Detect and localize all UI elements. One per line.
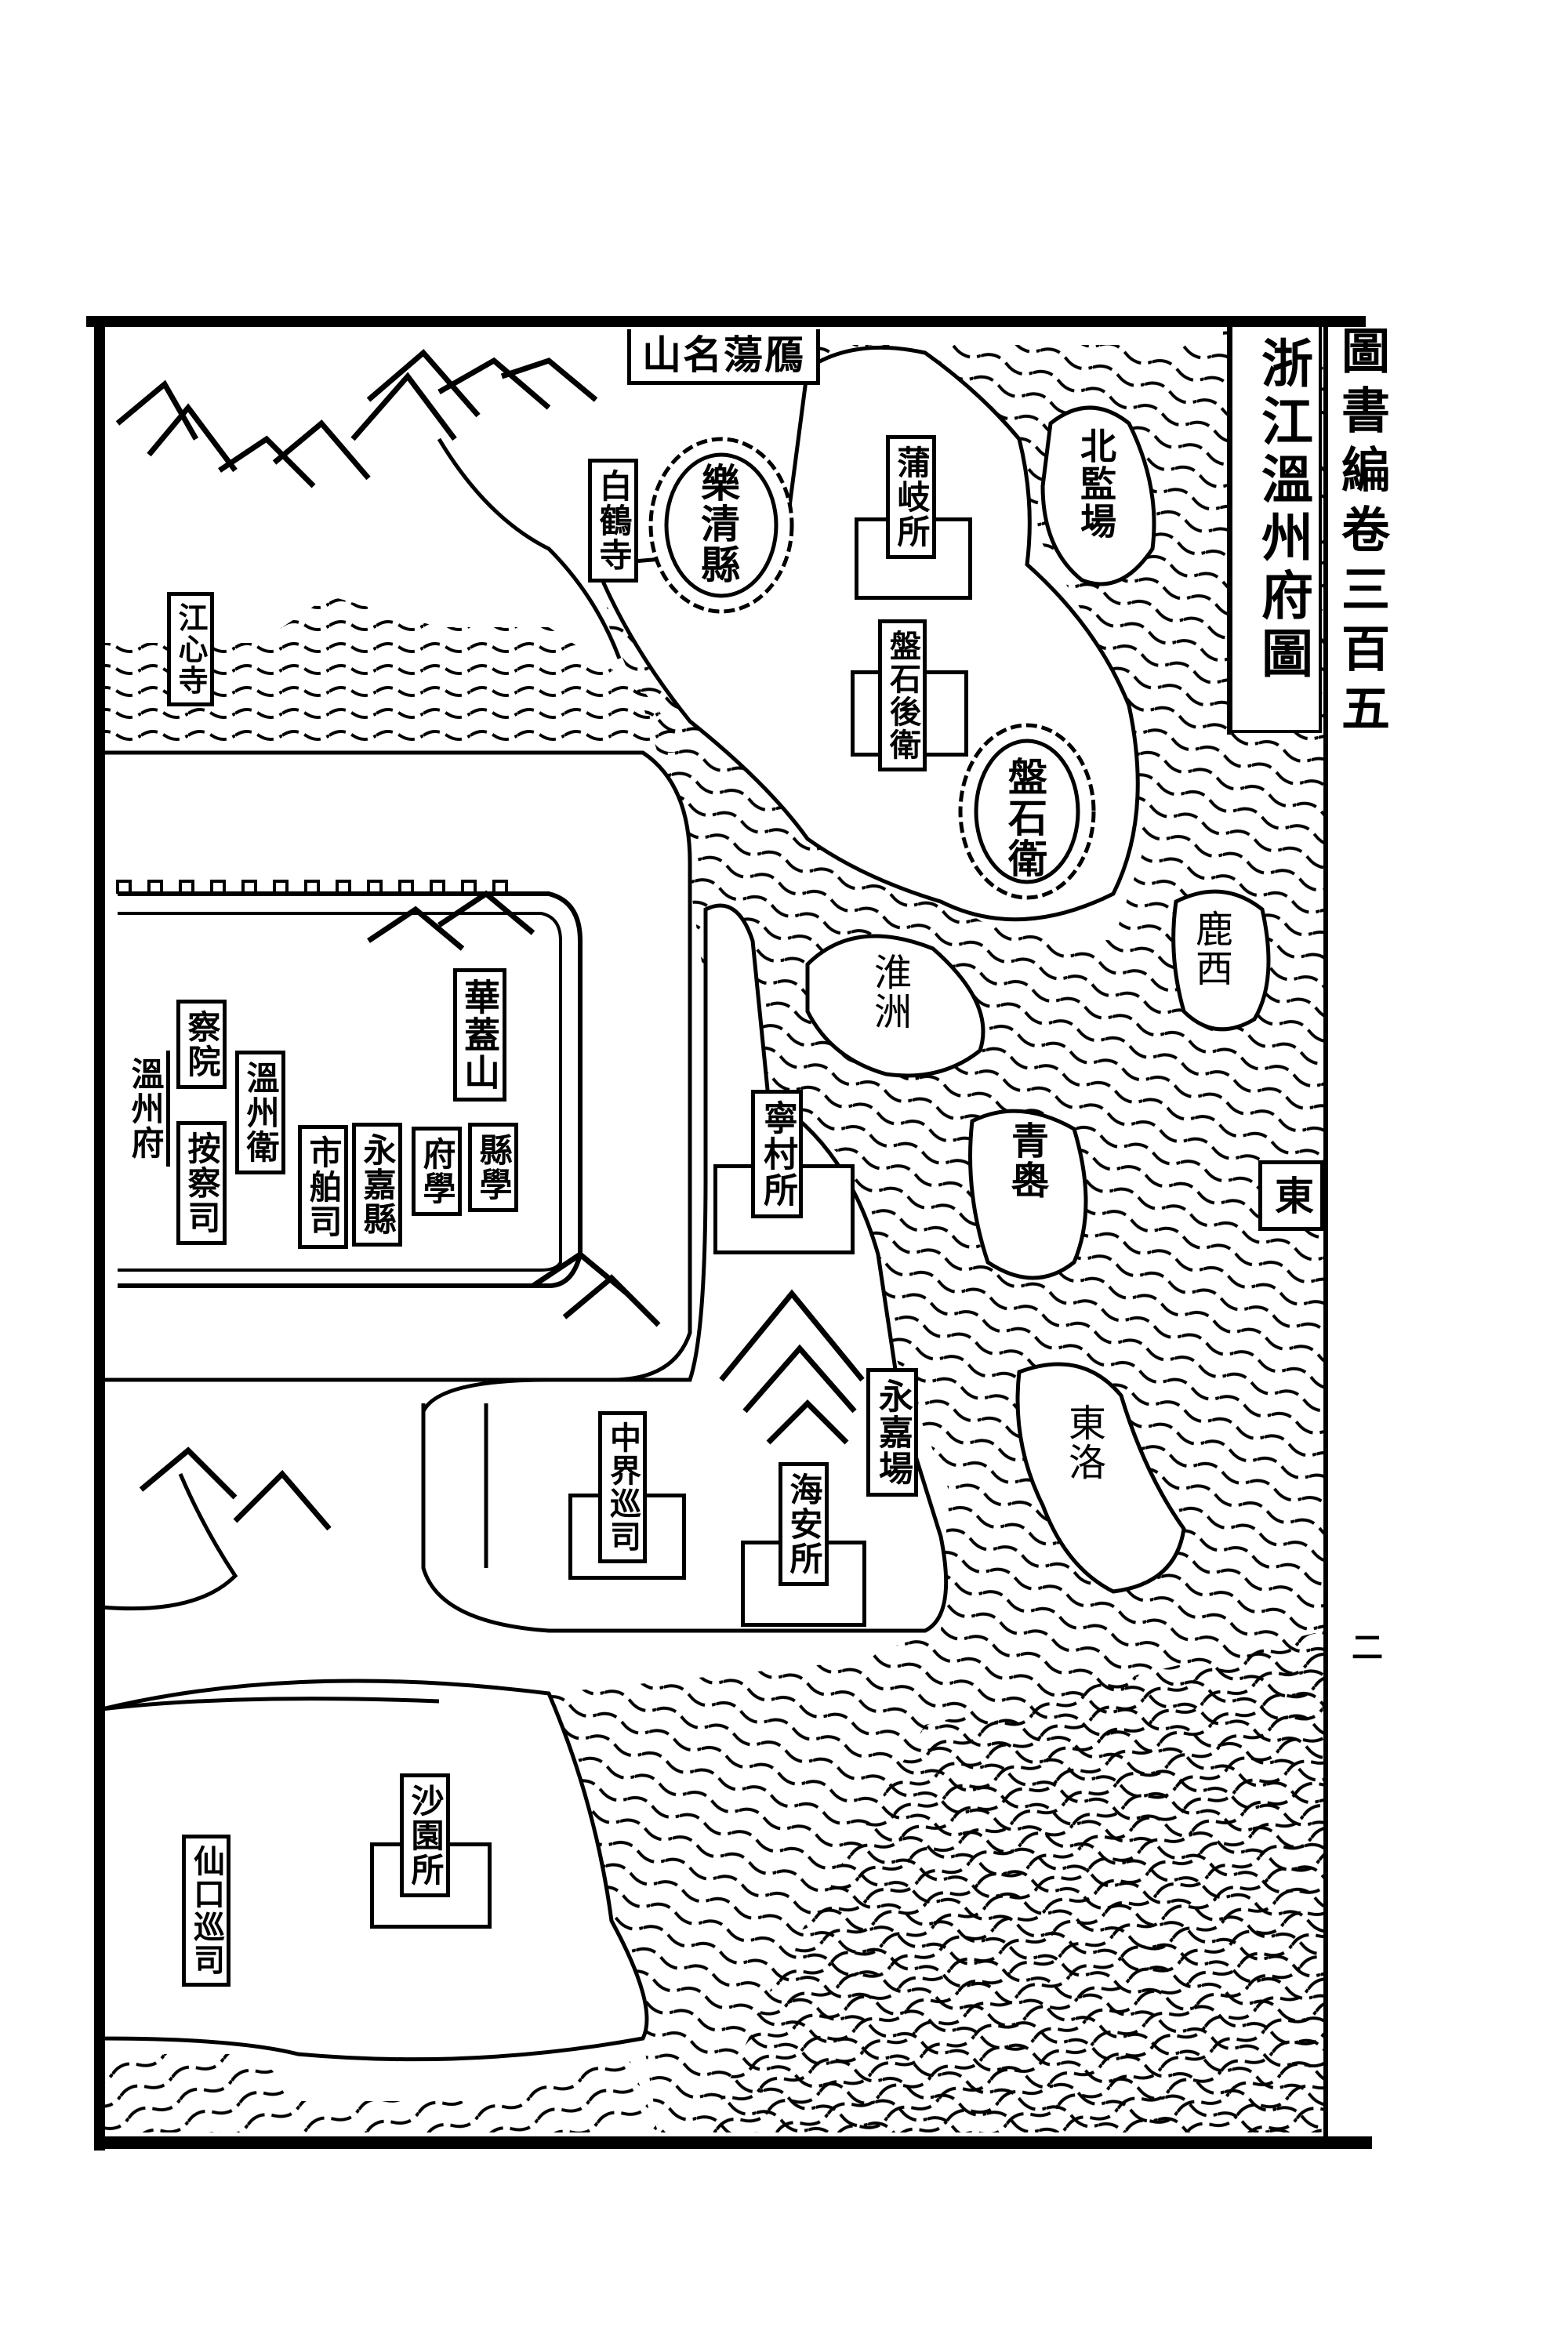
city-wall (116, 880, 583, 1288)
mountain-range (115, 349, 865, 1531)
label-shayuan-post: 沙園所 (400, 1773, 450, 1897)
label-yongjia-county: 永嘉縣 (352, 1123, 402, 1247)
label-yandang-mountain: 鴈蕩名山 (627, 329, 820, 385)
label-luxi-island: 鹿西 (1189, 909, 1232, 988)
label-panshi-rear-guard: 盤石後衛 (878, 619, 927, 771)
label-panshi-guard: 盤石衛 (1002, 757, 1048, 879)
label-huagai-mountain: 華蓋山 (453, 968, 506, 1102)
land-masses (100, 345, 1140, 2062)
label-county-school: 縣學 (468, 1123, 518, 1212)
label-ningcun-post: 寧村所 (751, 1090, 803, 1218)
label-jiangxin-temple: 江心寺 (167, 592, 214, 706)
label-yueqing-county: 樂清縣 (695, 463, 741, 585)
map-title: 浙江溫州府圖 (1229, 327, 1322, 733)
label-xiankou-patrol: 仙口巡司 (182, 1835, 230, 1987)
rivers (101, 437, 622, 1711)
walled-towns (648, 437, 1096, 900)
book-page-mark: 二 (1346, 1631, 1383, 1673)
label-maritime-office: 市舶司 (298, 1125, 348, 1249)
label-beijian-saltfield: 北監場 (1075, 427, 1117, 540)
label-baihe-temple: 白鶴寺 (588, 459, 638, 583)
label-zhongjie-patrol: 中界巡司 (598, 1411, 647, 1563)
islands (805, 405, 1271, 1594)
label-qingao-island: 青嶴 (1004, 1121, 1048, 1200)
label-huaizhou-island: 淮洲 (867, 953, 911, 1031)
map-frame (86, 316, 1372, 2151)
sea-waves (102, 329, 1325, 2132)
label-yongjia-saltfield: 永嘉場 (866, 1368, 918, 1497)
label-dongluo-island: 東洛 (1062, 1403, 1105, 1482)
label-wenzhou-prefecture: 溫州府 (124, 1051, 170, 1167)
label-wenzhou-guard: 溫州衛 (235, 1051, 285, 1174)
label-censorate: 察院 (176, 1000, 227, 1089)
label-direction-east: 東 (1258, 1160, 1324, 1231)
label-haian-post: 海安所 (779, 1462, 829, 1586)
book-margin-heading: 圖書編卷三百五 (1333, 325, 1390, 742)
label-surveillance-office: 按察司 (176, 1121, 227, 1245)
label-puqi-post: 蒲岐所 (886, 435, 936, 559)
label-prefecture-school: 府學 (412, 1127, 462, 1216)
